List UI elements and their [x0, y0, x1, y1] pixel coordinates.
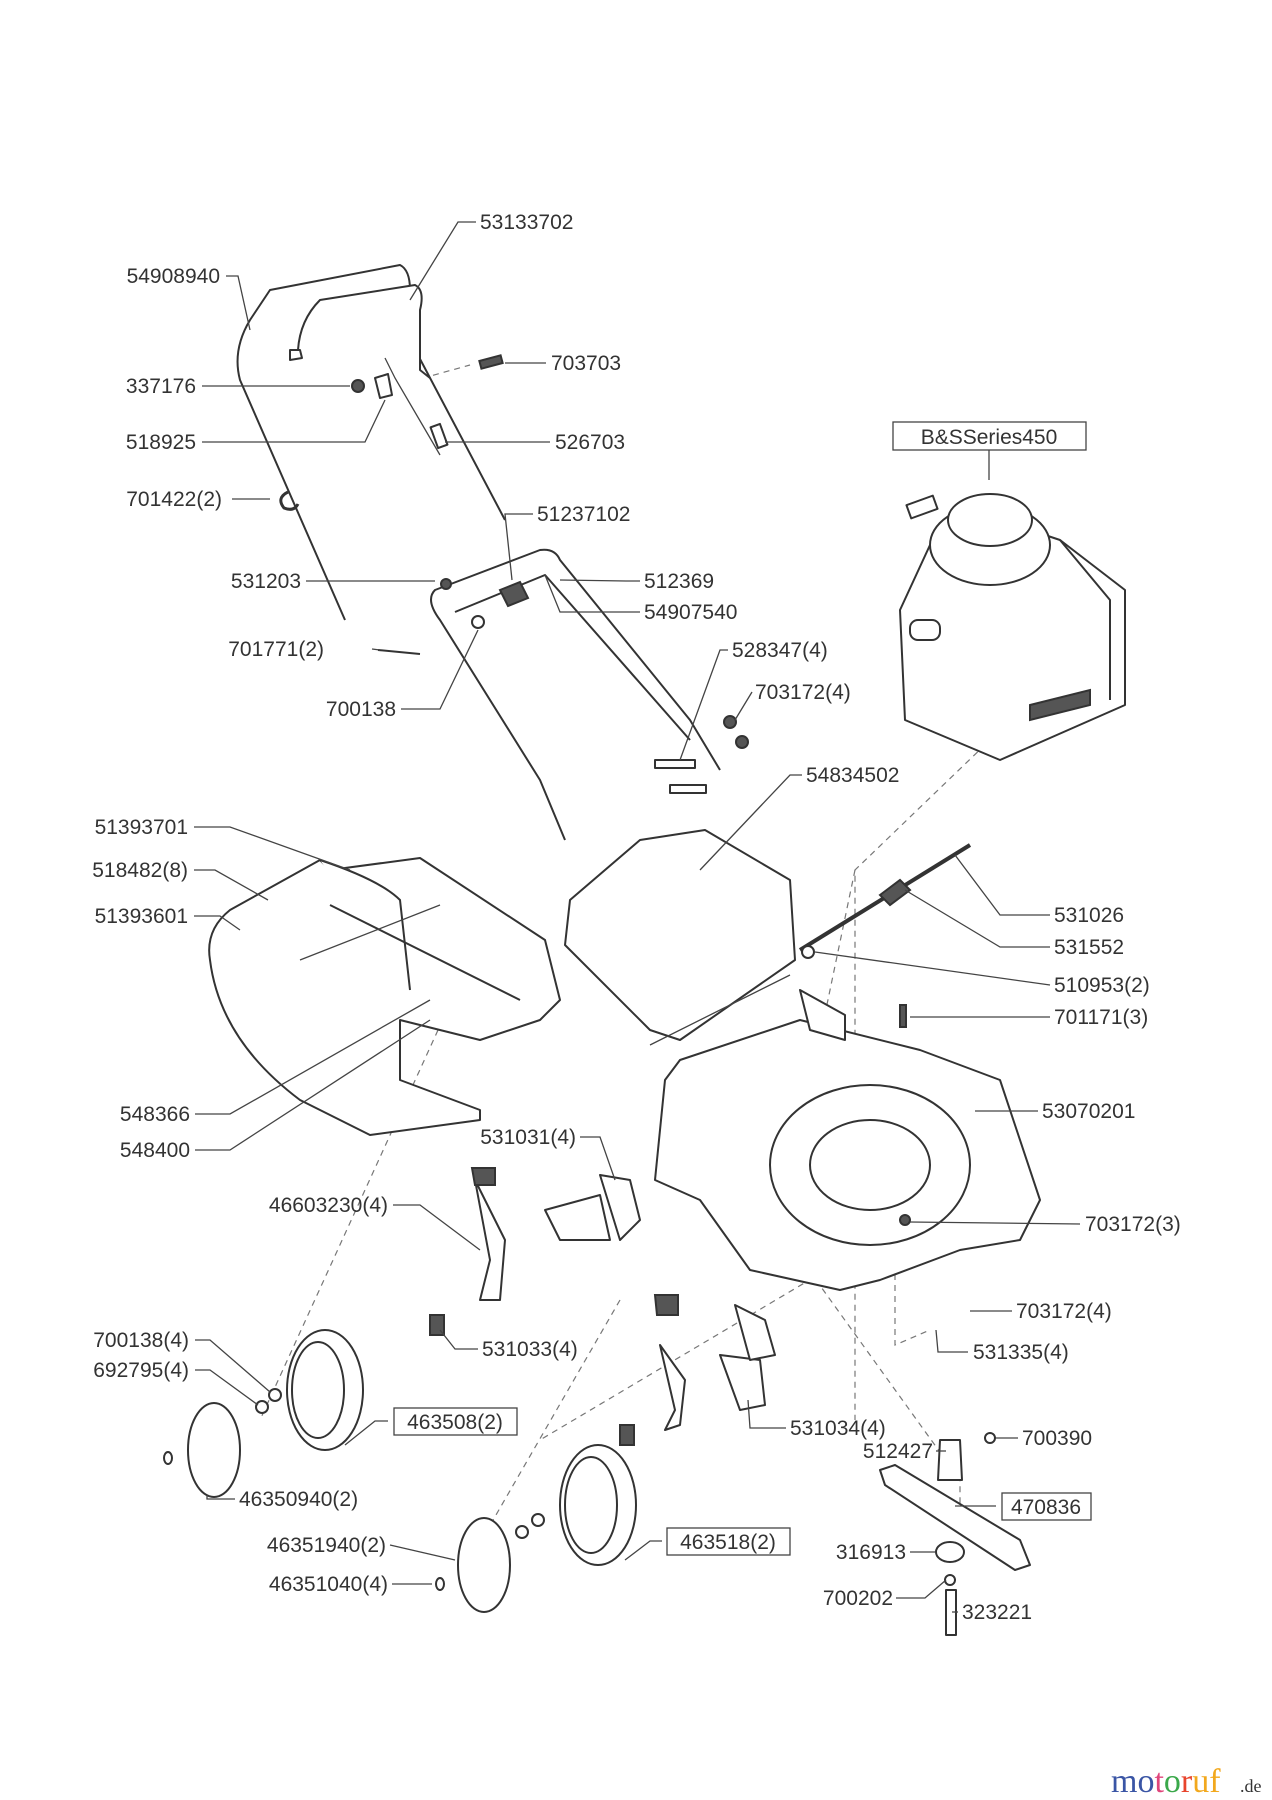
part-label: 337176 [126, 375, 196, 398]
part-label: 548366 [120, 1103, 190, 1126]
part-label: 518482(8) [92, 859, 188, 882]
part-label: 531026 [1054, 904, 1124, 927]
part-label: 463508(2) [407, 1411, 503, 1434]
part-label: 531031(4) [480, 1126, 576, 1149]
grass-catcher [208, 857, 561, 1136]
part-label: 703172(4) [755, 681, 851, 704]
lower-handle [377, 548, 749, 841]
motoruf-logo: motoruf .de [1111, 1763, 1262, 1800]
part-label: 512369 [644, 570, 714, 593]
part-label: 531335(4) [973, 1341, 1069, 1364]
part-label: 548400 [120, 1139, 190, 1162]
engine-label: B&SSeries450 [921, 426, 1058, 449]
part-label: 526703 [555, 431, 625, 454]
engine [899, 493, 1126, 761]
part-label: 531033(4) [482, 1338, 578, 1361]
label-box-463518 [666, 1527, 791, 1556]
part-label: 701771(2) [228, 638, 324, 661]
part-label: 518925 [126, 431, 196, 454]
upper-handle [236, 264, 506, 621]
part-label: 692795(4) [93, 1359, 189, 1382]
part-label: 531552 [1054, 936, 1124, 959]
part-label: 528347(4) [732, 639, 828, 662]
part-label: 51393701 [95, 816, 188, 839]
part-label: 46350940(2) [239, 1488, 358, 1511]
part-label: 531034(4) [790, 1417, 886, 1440]
label-box-463508 [393, 1407, 518, 1436]
part-label: 512427 [863, 1440, 933, 1463]
part-label: 323221 [962, 1601, 1032, 1624]
part-labels: 53133702 54908940 703703 337176 518925 5… [92, 211, 1181, 1624]
part-label: 700138 [326, 698, 396, 721]
part-label: 463518(2) [680, 1531, 776, 1554]
part-label: 703172(4) [1016, 1300, 1112, 1323]
part-label: 701171(3) [1054, 1006, 1148, 1029]
part-label: 46603230(4) [269, 1194, 388, 1217]
part-label: 700202 [823, 1587, 893, 1610]
logo-wordmark: motoruf [1111, 1763, 1221, 1800]
part-label: 700390 [1022, 1427, 1092, 1450]
part-label: 53070201 [1042, 1100, 1135, 1123]
part-label: 54907540 [644, 601, 737, 624]
height-adjusters [429, 1167, 776, 1446]
blade-assembly [879, 1432, 1031, 1636]
part-label: 510953(2) [1054, 974, 1150, 997]
part-label: 53133702 [480, 211, 573, 234]
part-label: 700138(4) [93, 1329, 189, 1352]
part-label: 46351040(4) [269, 1573, 388, 1596]
part-label: 54834502 [806, 764, 899, 787]
wheels [163, 1329, 637, 1613]
part-label: 703172(3) [1085, 1213, 1181, 1236]
rear-axle [798, 843, 972, 1028]
part-label: 701422(2) [126, 488, 222, 511]
deck-cover [564, 829, 796, 1046]
part-label: 46351940(2) [267, 1534, 386, 1557]
part-label: 54908940 [127, 265, 220, 288]
part-label: 703703 [551, 352, 621, 375]
part-label: 51393601 [95, 905, 188, 928]
logo-suffix: .de [1240, 1776, 1262, 1796]
label-box-470836 [1001, 1492, 1092, 1521]
leader-lines [194, 221, 1081, 1613]
part-label: 470836 [1011, 1496, 1081, 1519]
mower-deck [654, 989, 1041, 1291]
part-label: 51237102 [537, 503, 630, 526]
part-label: 316913 [836, 1541, 906, 1564]
part-label: 531203 [231, 570, 301, 593]
cable-and-clip [279, 354, 504, 511]
engine-label-box [892, 421, 1087, 451]
